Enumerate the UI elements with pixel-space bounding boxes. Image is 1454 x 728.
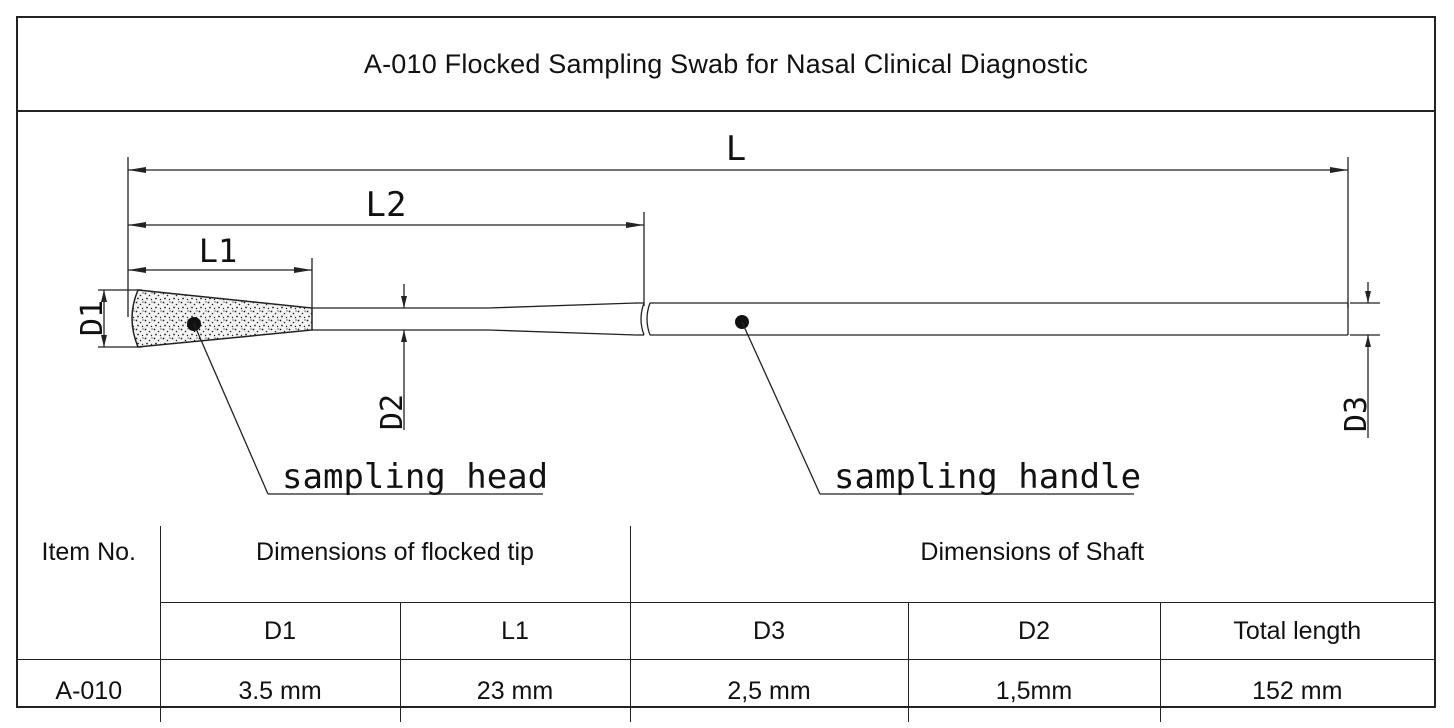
cell-d3: 2,5 mm — [629, 659, 909, 722]
subheader-d2: D2 — [907, 602, 1161, 660]
swab-drawing: L L2 L1 — [18, 112, 1434, 526]
callout-sampling-head: sampling head — [187, 317, 548, 497]
dim-label-l1: L1 — [199, 232, 238, 270]
dimension-l: L — [127, 129, 1349, 317]
dim-label-d2: D2 — [375, 394, 410, 430]
sheet-title: A-010 Flocked Sampling Swab for Nasal Cl… — [18, 18, 1434, 112]
dimension-table: Item No. Dimensions of flocked tip Dimen… — [18, 526, 1435, 722]
subheader-d1: D1 — [160, 602, 401, 660]
item-no-header: Item No. — [18, 526, 161, 660]
cell-d2: 1,5mm — [907, 659, 1161, 722]
cell-total-length: 152 mm — [1159, 659, 1435, 722]
subheader-d3: D3 — [629, 602, 909, 660]
subheader-total-length: Total length — [1159, 602, 1435, 660]
dimension-l2: L2 — [128, 185, 645, 306]
dimension-d3: D3 — [1339, 282, 1380, 438]
spec-sheet: A-010 Flocked Sampling Swab for Nasal Cl… — [16, 16, 1436, 722]
shaft-header: Dimensions of Shaft — [629, 526, 1435, 603]
dim-label-l2: L2 — [366, 185, 407, 225]
cell-l1: 23 mm — [399, 659, 631, 722]
dimension-d1: D1 — [75, 289, 142, 348]
dimension-d2: D2 — [375, 284, 410, 430]
callout-sampling-handle: sampling handle — [735, 315, 1141, 497]
table-row: A-010 3.5 mm 23 mm 2,5 mm 1,5mm 152 mm — [18, 659, 1435, 722]
swab-body — [131, 289, 1349, 348]
callout-label-handle: sampling handle — [834, 457, 1141, 497]
flocked-tip — [131, 289, 313, 348]
swab-drawing-svg: L L2 L1 — [75, 129, 1380, 497]
subheader-l1: L1 — [399, 602, 631, 660]
cell-item-no: A-010 — [18, 659, 161, 722]
callout-label-head: sampling head — [282, 457, 548, 497]
dimension-l1: L1 — [128, 232, 313, 308]
cell-d1: 3.5 mm — [159, 659, 401, 722]
dim-label-l: L — [726, 129, 746, 169]
dim-label-d3: D3 — [1339, 396, 1374, 432]
flocked-tip-header: Dimensions of flocked tip — [159, 526, 631, 603]
dim-label-d1: D1 — [75, 300, 110, 336]
